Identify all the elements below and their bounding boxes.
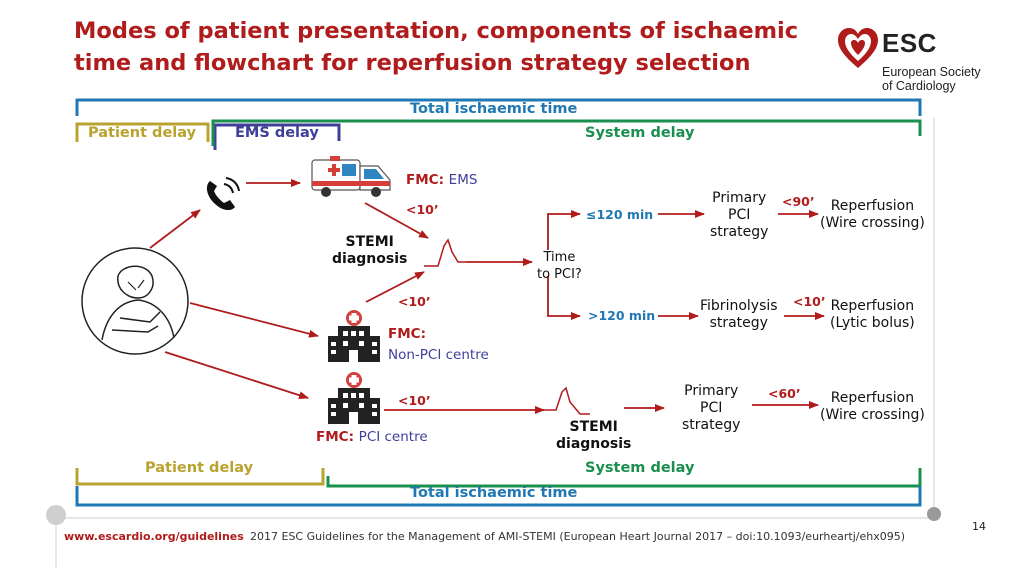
hospital-icon — [328, 310, 380, 362]
fmc-pci-label: FMC: PCI centre — [316, 429, 428, 445]
stemi-diagnosis-label-2: STEMI diagnosis — [556, 419, 631, 453]
patient-delay-bracket-bottom — [75, 468, 325, 486]
lt10-pci-label: <10’ — [398, 393, 431, 408]
fibrinolysis-line1: Fibrinolysis — [700, 298, 778, 314]
time-to-pci-label: Time to PCI? — [537, 249, 582, 283]
phone-icon — [206, 177, 240, 211]
lt60-label: <60’ — [768, 386, 801, 401]
primary-pci-line1: Primary — [712, 190, 767, 206]
page-number: 14 — [972, 520, 986, 533]
logo-subtitle: European Society of Cardiology — [882, 65, 1010, 93]
system-delay-label-bottom: System delay — [585, 460, 695, 476]
ecg-stemi-icon-2 — [540, 386, 590, 415]
ambulance-icon — [311, 156, 391, 197]
reperf-wire2-line2: (Wire crossing) — [820, 407, 925, 423]
footer-citation: 2017 ESC Guidelines for the Management o… — [250, 530, 905, 543]
primary-pci-line2: PCI — [728, 207, 751, 223]
fibrinolysis-line2: strategy — [709, 315, 768, 331]
fmc-pci-suffix: PCI centre — [358, 429, 428, 445]
reperf-lytic-line1: Reperfusion — [830, 298, 915, 314]
reperfusion-lytic-label: Reperfusion (Lytic bolus) — [830, 298, 915, 332]
time-to-pci-line1: Time — [543, 250, 576, 265]
total-time-bracket-top — [75, 98, 922, 116]
total-time-bracket-bottom — [75, 486, 922, 507]
reperf-wire2-line1: Reperfusion — [830, 390, 915, 406]
stemi-dx2-line1: STEMI — [569, 419, 618, 435]
primary-pci2-line2: PCI — [700, 400, 723, 416]
primary-pci-strategy: Primary PCI strategy — [710, 190, 768, 241]
primary-pci-line3: strategy — [710, 224, 769, 240]
logo-subtitle-line1: European Society — [882, 65, 981, 79]
footer-url-link[interactable]: www.escardio.org/guidelines — [64, 530, 244, 543]
patient-chest-pain-icon — [81, 247, 189, 355]
system-delay-label-top: System delay — [585, 125, 695, 141]
ems-delay-label: EMS delay — [235, 125, 319, 141]
reperf-wire-line2: (Wire crossing) — [820, 215, 925, 231]
reperf-lytic-line2: (Lytic bolus) — [830, 315, 915, 331]
system-delay-bracket-bottom — [326, 468, 922, 488]
reperfusion-wire-label-2: Reperfusion (Wire crossing) — [820, 390, 925, 424]
primary-pci2-line1: Primary — [684, 383, 739, 399]
time-to-pci-line2: to PCI? — [537, 267, 582, 282]
hospital-icon-2 — [328, 372, 380, 424]
slide-title: Modes of patient presentation, component… — [74, 18, 799, 76]
stemi-dx-line2: diagnosis — [332, 251, 408, 267]
patient-delay-label-top: Patient delay — [88, 125, 197, 141]
le120-label: ≤120 min — [586, 207, 654, 222]
patient-delay-label-bottom: Patient delay — [145, 460, 254, 476]
fmc-nonpci-line2: Non-PCI centre — [388, 347, 489, 363]
heart-logo-icon — [838, 28, 878, 68]
ems-delay-bracket — [213, 123, 341, 150]
fmc-nonpci-line1: FMC: — [388, 326, 426, 342]
lt10-ems-label: <10’ — [406, 202, 439, 217]
logo-subtitle-line2: of Cardiology — [882, 79, 956, 93]
ecg-stemi-icon — [424, 238, 466, 267]
total-time-label-bottom: Total ischaemic time — [410, 485, 578, 501]
lt10-fibrinolysis-label: <10’ — [793, 294, 826, 309]
fmc-nonpci-label: FMC: Non-PCI centre — [388, 324, 489, 366]
primary-pci2-line3: strategy — [682, 417, 741, 433]
primary-pci-strategy-2: Primary PCI strategy — [682, 383, 740, 434]
patient-delay-bracket-top — [75, 122, 210, 142]
total-time-label-top: Total ischaemic time — [410, 101, 578, 117]
lt10-nonpci-label: <10’ — [398, 294, 431, 309]
gt120-label: >120 min — [588, 308, 656, 323]
reperfusion-wire-label: Reperfusion (Wire crossing) — [820, 198, 925, 232]
system-delay-bracket-top — [211, 119, 922, 146]
stemi-dx2-line2: diagnosis — [556, 436, 632, 452]
stemi-dx-line1: STEMI — [345, 234, 394, 250]
logo-name: ESC — [882, 28, 937, 58]
fmc-ems-label: FMC: EMS — [406, 172, 477, 188]
stemi-diagnosis-label: STEMI diagnosis — [332, 234, 407, 268]
reperf-wire-line1: Reperfusion — [830, 198, 915, 214]
fmc-ems-suffix: EMS — [448, 172, 478, 188]
lt90-label: <90’ — [782, 194, 815, 209]
fibrinolysis-strategy: Fibrinolysis strategy — [700, 298, 778, 332]
fmc-ems-prefix: FMC: — [406, 172, 444, 188]
fmc-pci-prefix: FMC: — [316, 429, 354, 445]
